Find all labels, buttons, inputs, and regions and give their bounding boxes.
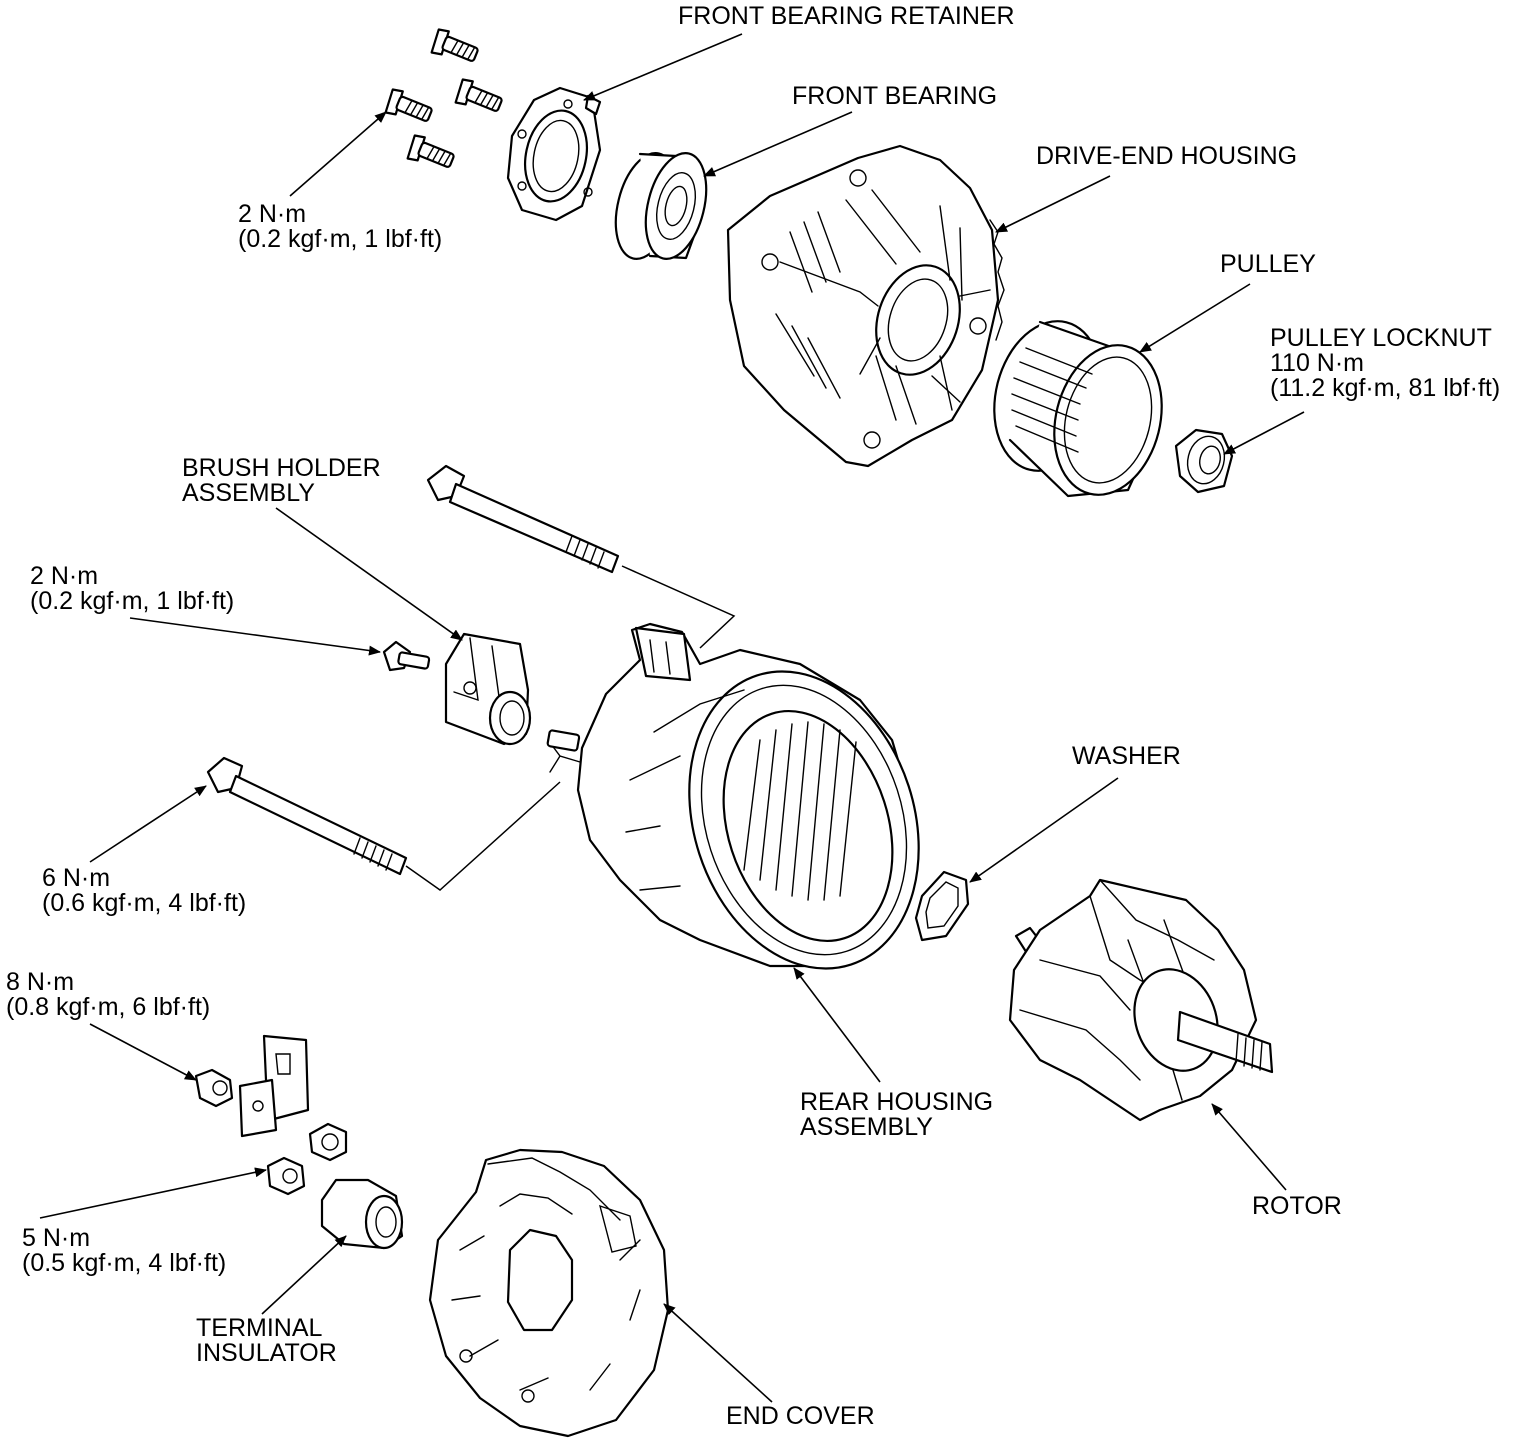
label-terminal-insulator: TERMINAL INSULATOR (196, 1316, 337, 1366)
label-brush-holder-screw-torque: 2 N·m (0.2 kgf·m, 1 lbf·ft) (30, 564, 234, 614)
terminal-insulator-line2: INSULATOR (196, 1339, 337, 1367)
drive-end-housing-part (726, 144, 1005, 468)
label-pulley-locknut: PULLEY LOCKNUT 110 N·m (11.2 kgf·m, 81 l… (1270, 326, 1500, 401)
label-front-bearing-text: FRONT BEARING (792, 82, 998, 110)
end-cover-part (428, 1148, 670, 1438)
retainer-bolts-torque: 2 N·m (238, 200, 307, 228)
pulley-locknut-part (1174, 428, 1234, 494)
terminal-nut-5-torque: 5 N·m (22, 1224, 91, 1252)
through-bolts-torque: 6 N·m (42, 864, 111, 892)
label-pulley-text: PULLEY (1220, 250, 1316, 278)
terminal-nut-extra (308, 1122, 348, 1162)
label-rotor: ROTOR (1252, 1194, 1342, 1219)
terminal-nut-5-torque-alt: (0.5 kgf·m, 4 lbf·ft) (22, 1249, 227, 1277)
brush-holder-screw (382, 640, 431, 672)
washer-part (914, 870, 970, 942)
front-bearing-retainer-part (506, 86, 602, 222)
rear-housing-part (546, 622, 920, 970)
label-terminal-nut-8-torque: 8 N·m (0.8 kgf·m, 6 lbf·ft) (6, 970, 210, 1020)
pulley-locknut-torque-alt: (11.2 kgf·m, 81 lbf·ft) (1270, 374, 1501, 402)
label-retainer-bolts-torque: 2 N·m (0.2 kgf·m, 1 lbf·ft) (238, 202, 442, 252)
through-bolts-torque-alt: (0.6 kgf·m, 4 lbf·ft) (42, 889, 247, 917)
brush-holder-line1: BRUSH HOLDER (182, 454, 381, 482)
rear-housing-line2: ASSEMBLY (800, 1113, 933, 1141)
retainer-bolts-torque-alt: (0.2 kgf·m, 1 lbf·ft) (238, 225, 443, 253)
pulley-part (993, 320, 1163, 498)
label-drive-end-housing: DRIVE-END HOUSING (1036, 144, 1297, 169)
front-bearing-part (614, 152, 708, 260)
label-drive-end-housing-text: DRIVE-END HOUSING (1036, 142, 1298, 170)
terminal-nut-8 (194, 1068, 234, 1108)
terminal-insulator-part (320, 1178, 404, 1250)
label-through-bolts-torque: 6 N·m (0.6 kgf·m, 4 lbf·ft) (42, 866, 246, 916)
terminal-nut-8-torque: 8 N·m (6, 968, 75, 996)
pulley-locknut-name: PULLEY LOCKNUT (1270, 324, 1492, 352)
rotor-part (1008, 878, 1274, 1122)
pulley-locknut-torque: 110 N·m (1270, 349, 1365, 377)
through-bolt-lower (206, 756, 408, 876)
rear-housing-line1: REAR HOUSING (800, 1088, 994, 1116)
terminal-bracket-part (238, 1034, 310, 1138)
label-front-bearing-retainer: FRONT BEARING RETAINER (678, 4, 1015, 29)
label-front-bearing-retainer-text: FRONT BEARING RETAINER (678, 2, 1015, 30)
label-washer: WASHER (1072, 744, 1181, 769)
label-end-cover: END COVER (726, 1404, 875, 1429)
brush-holder-screw-torque-alt: (0.2 kgf·m, 1 lbf·ft) (30, 587, 235, 615)
label-brush-holder-assembly: BRUSH HOLDER ASSEMBLY (182, 456, 381, 506)
through-bolt-upper (426, 464, 620, 574)
terminal-nut-5 (266, 1156, 306, 1196)
label-front-bearing: FRONT BEARING (792, 84, 997, 109)
label-end-cover-text: END COVER (726, 1402, 875, 1430)
brush-holder-screw-torque: 2 N·m (30, 562, 99, 590)
retainer-screws (382, 26, 506, 176)
label-terminal-nut-5-torque: 5 N·m (0.5 kgf·m, 4 lbf·ft) (22, 1226, 226, 1276)
terminal-insulator-line1: TERMINAL (196, 1314, 323, 1342)
alignment-lines (405, 565, 736, 891)
label-pulley: PULLEY (1220, 252, 1316, 277)
label-washer-text: WASHER (1072, 742, 1181, 770)
brush-holder-part (444, 632, 532, 746)
label-rotor-text: ROTOR (1252, 1192, 1342, 1220)
terminal-nut-8-torque-alt: (0.8 kgf·m, 6 lbf·ft) (6, 993, 211, 1021)
label-rear-housing-assembly: REAR HOUSING ASSEMBLY (800, 1090, 993, 1140)
brush-holder-line2: ASSEMBLY (182, 479, 315, 507)
leader-lines (39, 33, 1305, 1403)
